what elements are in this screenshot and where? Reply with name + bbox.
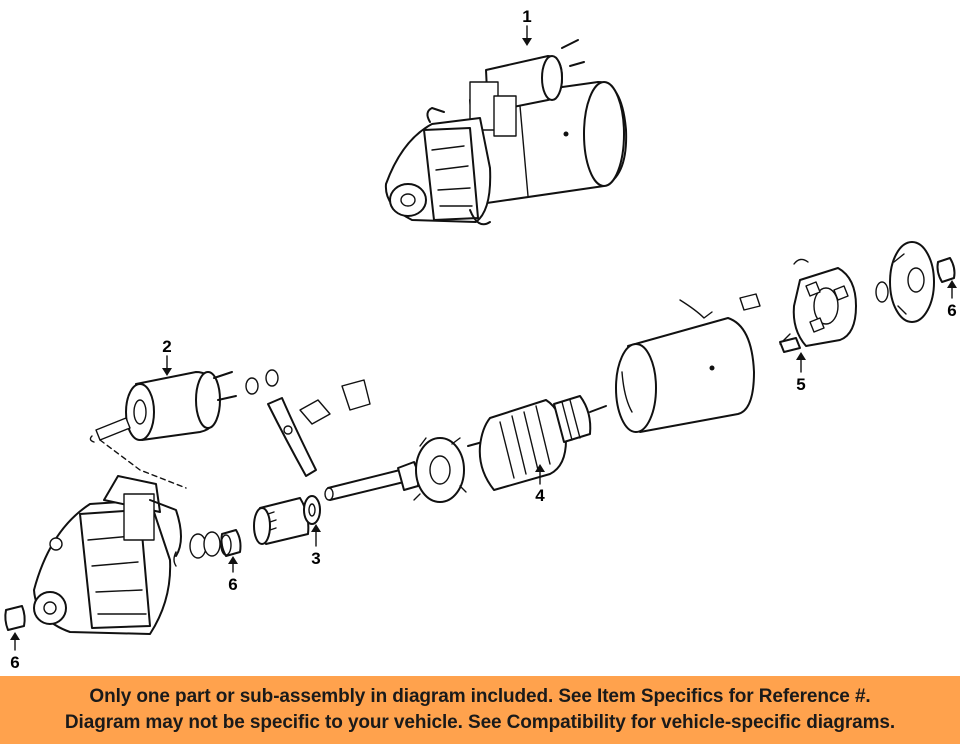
disclaimer-banner: Only one part or sub-assembly in diagram… [0,676,960,744]
callout-2: 2 [162,337,171,356]
bushing-part-6-left [4,605,26,631]
disclaimer-line-1: Only one part or sub-assembly in diagram… [89,686,871,707]
starter-assembly-part-1 [384,39,628,226]
field-frame-yoke [615,299,755,433]
callout-6-center: 6 [228,575,237,594]
intermediate-rings [173,531,221,567]
callout-1: 1 [522,7,531,26]
bushing-part-6-right [936,257,956,283]
bushing-part-6-center [220,529,242,557]
end-washer [875,281,889,303]
armature-part-4 [467,395,607,491]
commutator-end-cap [889,241,935,323]
shift-fork-lever [267,397,317,477]
callout-3: 3 [311,549,320,568]
planetary-gear-carrier [413,437,467,503]
lever-bracket [299,379,371,425]
brush-holder-part-5 [779,258,857,353]
brush-clip [739,293,761,311]
armature-shaft [324,461,420,501]
drive-end-housing [33,475,182,635]
callout-5: 5 [796,375,805,394]
callout-4: 4 [535,486,545,505]
solenoid-part-2 [89,371,237,489]
callout-6-left: 6 [10,653,19,672]
callout-6-right: 6 [947,301,956,320]
callout-leaders [10,25,957,651]
drive-pinion-part-3 [253,495,321,545]
solenoid-washers [245,369,279,395]
starter-motor-exploded-diagram: 1 2 3 4 5 6 6 6 [4,7,957,672]
disclaimer-line-2: Diagram may not be specific to your vehi… [64,712,896,733]
